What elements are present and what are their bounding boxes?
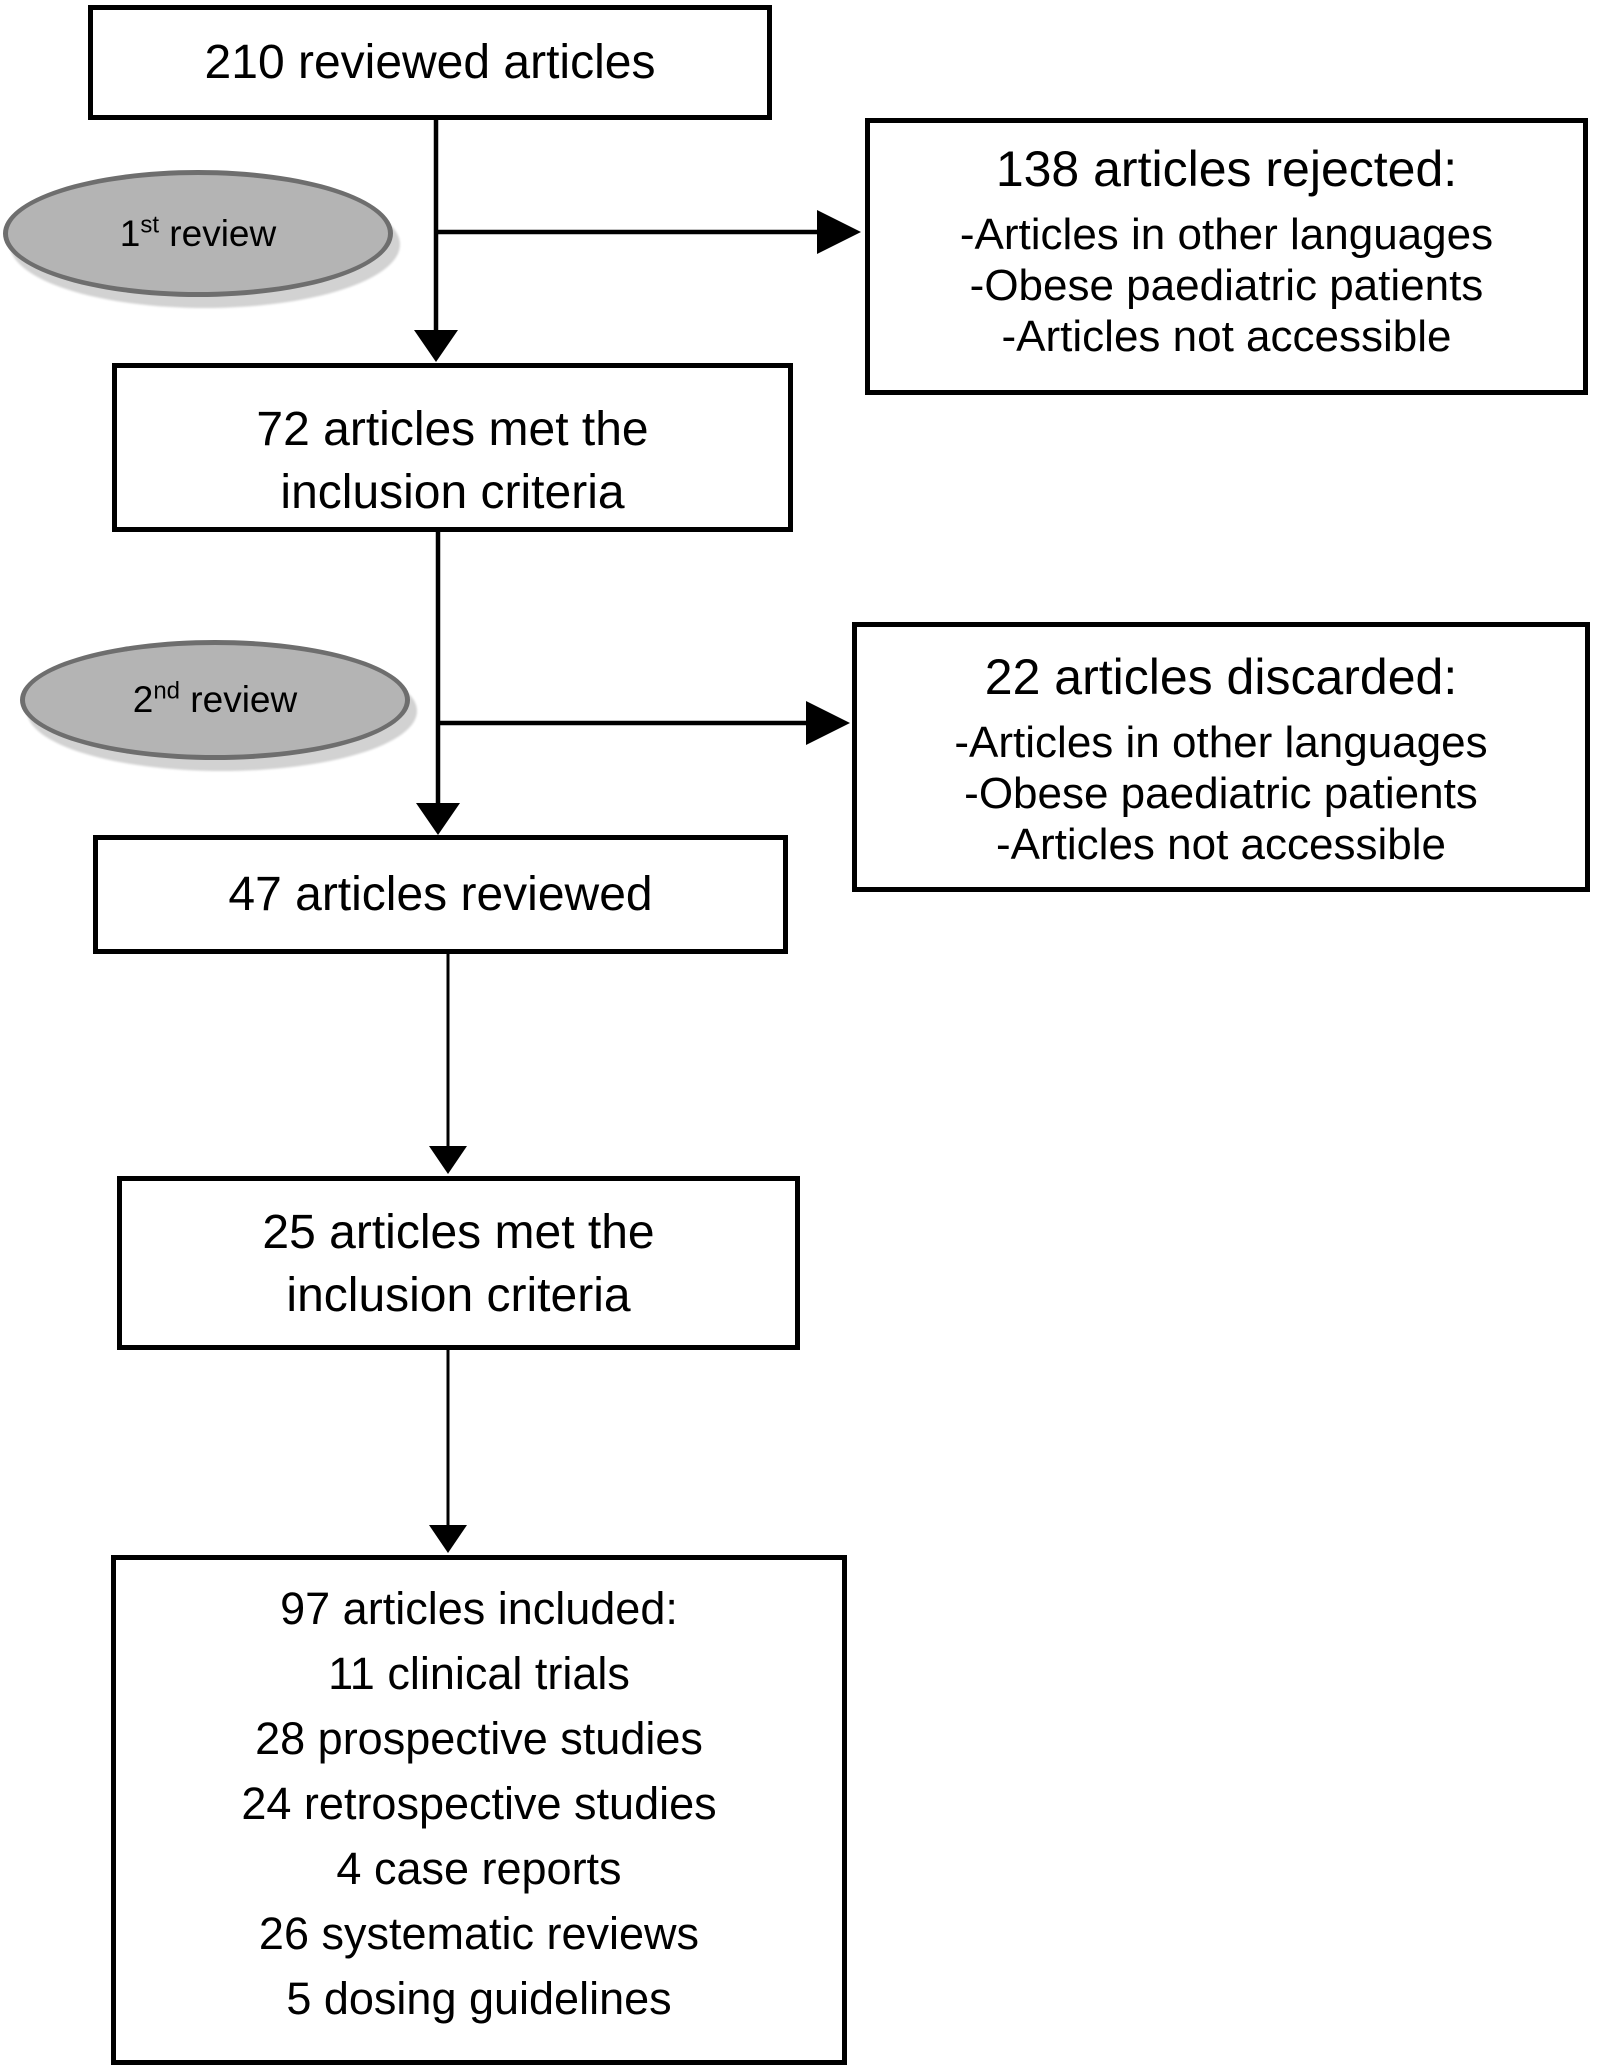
arrow-210-to-72: [414, 120, 458, 362]
box-72-line: 72 articles met the: [256, 403, 649, 456]
box-47-reviewed: 47 articles reviewed: [93, 835, 788, 954]
discarded-reason: -Articles not accessible: [996, 820, 1446, 869]
rejected-reason: -Articles in other languages: [959, 210, 1494, 259]
included-item: 4 case reports: [336, 1843, 622, 1894]
arrow-72-to-47: [416, 532, 460, 835]
included-item: 11 clinical trials: [328, 1648, 630, 1699]
box-25-line: inclusion criteria: [286, 1269, 631, 1322]
arrow-47-to-25: [429, 954, 467, 1174]
box-72-met-criteria: 72 articles met the inclusion criteria: [112, 363, 793, 532]
box-22-discarded: 22 articles discarded: -Articles in othe…: [852, 622, 1590, 892]
discarded-reason: -Obese paediatric patients: [964, 769, 1478, 818]
included-item: 26 systematic reviews: [258, 1908, 700, 1959]
discarded-reason: -Articles in other languages: [954, 718, 1488, 767]
rejected-reason: -Obese paediatric patients: [969, 261, 1484, 310]
second-review-ellipse: 2nd review: [20, 640, 410, 760]
box-138-rejected: 138 articles rejected: -Articles in othe…: [865, 118, 1588, 395]
box-25-met-criteria: 25 articles met the inclusion criteria: [117, 1176, 800, 1350]
rejected-reason: -Articles not accessible: [1001, 312, 1452, 361]
first-review-ellipse: 1st review: [3, 170, 393, 297]
arrow-first-review-to-rejected: [436, 210, 861, 254]
box-97-included: 97 articles included: 11 clinical trials…: [111, 1555, 847, 2065]
box-97-title: 97 articles included:: [280, 1583, 678, 1634]
included-item: 24 retrospective studies: [241, 1778, 717, 1829]
box-25-line: 25 articles met the: [262, 1206, 655, 1259]
box-72-line: inclusion criteria: [280, 466, 625, 519]
second-review-label: 2nd review: [132, 677, 298, 720]
box-47-text: 47 articles reviewed: [228, 868, 653, 921]
box-138-title: 138 articles rejected:: [995, 141, 1458, 197]
first-review-label: 1st review: [119, 211, 277, 254]
box-210-reviewed-articles: 210 reviewed articles: [88, 5, 772, 120]
box-22-title: 22 articles discarded:: [984, 649, 1458, 705]
included-item: 5 dosing guidelines: [286, 1973, 672, 2024]
arrow-second-review-to-discarded: [438, 701, 850, 745]
included-item: 28 prospective studies: [255, 1713, 703, 1764]
arrow-25-to-included: [429, 1350, 467, 1553]
box-210-text: 210 reviewed articles: [204, 36, 656, 89]
